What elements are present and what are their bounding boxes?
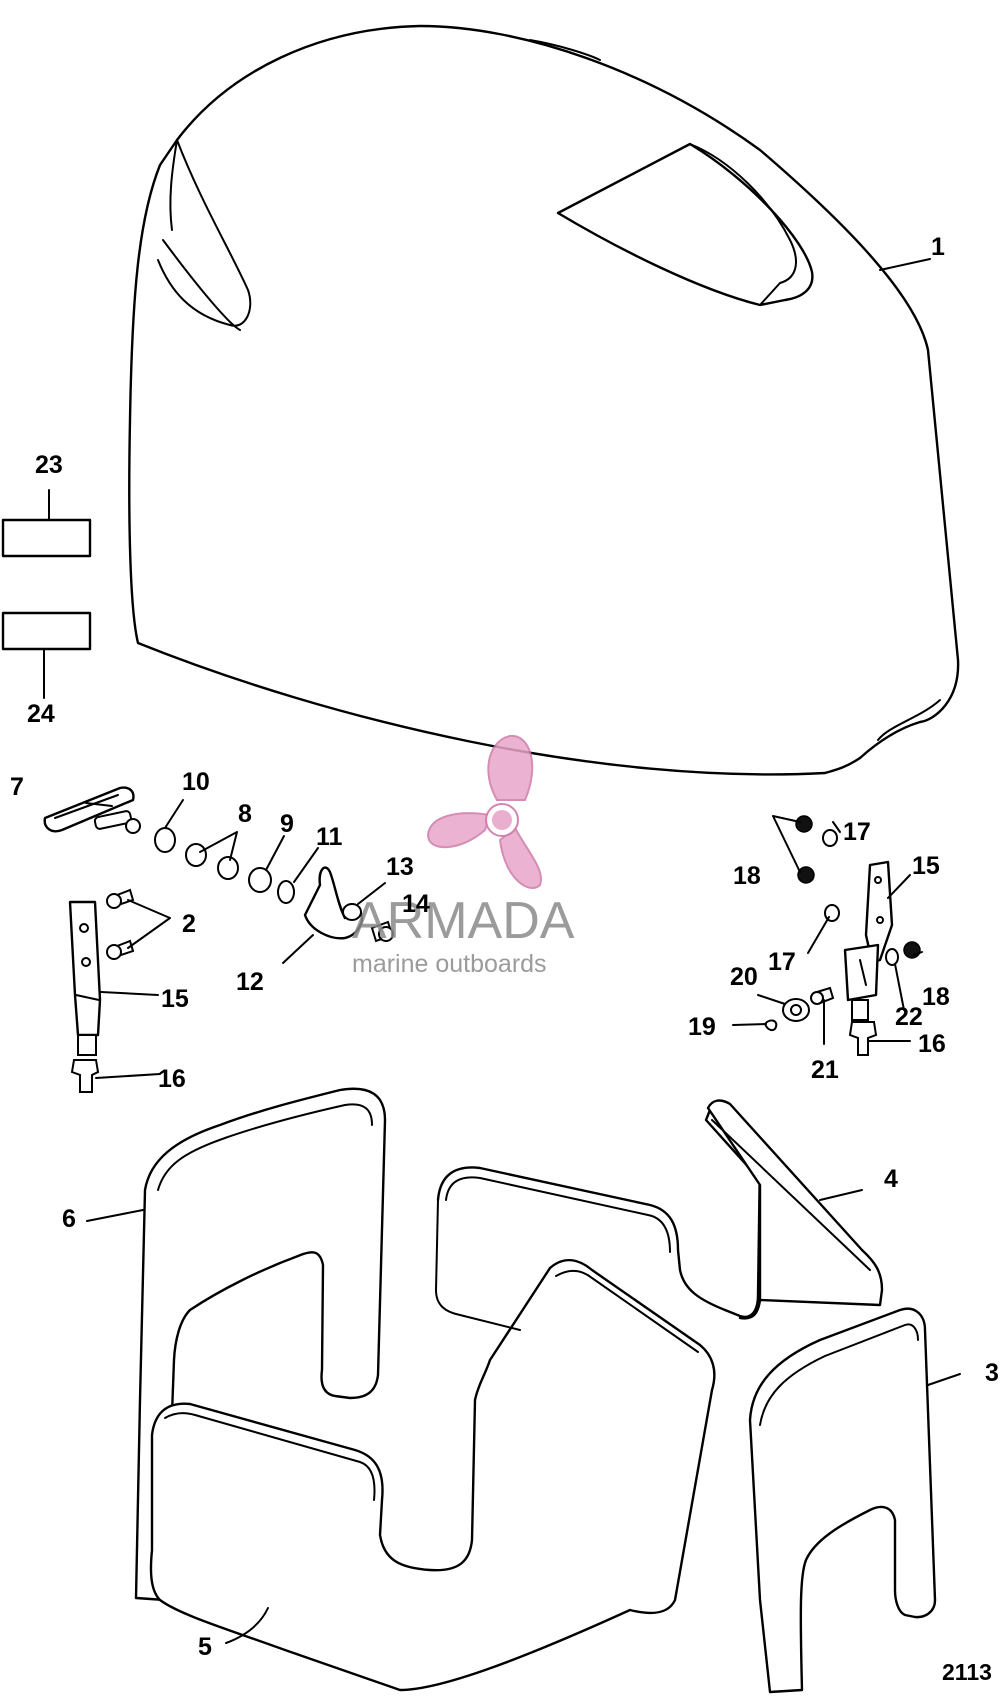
callout-11: 11 <box>316 823 343 851</box>
washer-13 <box>342 903 362 921</box>
bushing-8a <box>185 843 207 867</box>
watermark-brand: ARMADA <box>352 892 575 950</box>
latch-handle-7 <box>43 786 141 834</box>
callout-18-left: 18 <box>733 862 761 890</box>
callout-7: 7 <box>10 773 24 801</box>
decal-23 <box>1 518 92 558</box>
callout-12: 12 <box>236 968 264 996</box>
callout-3: 3 <box>985 1359 999 1387</box>
callout-18-right: 18 <box>922 983 950 1011</box>
grommet-16-left <box>70 1059 100 1093</box>
clip-19 <box>763 1019 778 1032</box>
callout-16-left: 16 <box>158 1065 186 1093</box>
seal-3 <box>748 1307 937 1694</box>
callout-16-right: 16 <box>918 1030 946 1058</box>
top-cowl <box>128 24 960 776</box>
washer-11 <box>277 880 295 904</box>
bracket-15-right <box>843 860 894 1021</box>
callout-14: 14 <box>402 890 430 918</box>
callout-5: 5 <box>198 1633 212 1661</box>
grommet-16-right <box>848 1021 878 1056</box>
washer-10 <box>154 827 176 853</box>
callouts: 1 23 24 7 10 8 9 11 13 14 12 2 15 16 17 … <box>10 233 999 1685</box>
callout-2: 2 <box>182 910 196 938</box>
callout-8: 8 <box>238 800 252 828</box>
callout-15-left: 15 <box>161 985 189 1013</box>
callout-15-right: 15 <box>912 852 940 880</box>
callout-22: 22 <box>895 1003 923 1031</box>
propeller-icon <box>426 734 542 889</box>
nut-18a <box>795 815 813 833</box>
leader-lines <box>85 258 961 1644</box>
callout-24: 24 <box>27 700 55 728</box>
nut-18b <box>797 866 815 884</box>
callout-9: 9 <box>280 810 294 838</box>
callout-17-bottom: 17 <box>768 948 796 976</box>
seal-5 <box>149 1259 716 1692</box>
callout-4: 4 <box>884 1165 898 1193</box>
callout-6: 6 <box>62 1205 76 1233</box>
washer-17a <box>822 829 838 847</box>
decal-24 <box>1 611 92 651</box>
seal-6 <box>134 1087 387 1602</box>
watermark-tagline: marine outboards <box>352 950 547 978</box>
washer-22 <box>885 948 899 966</box>
seal-4 <box>435 1099 884 1331</box>
watermark: ARMADA marine outboards <box>352 734 575 978</box>
reference-number: 2113 <box>942 1659 992 1685</box>
bracket-15-left <box>68 900 102 1056</box>
callout-10: 10 <box>182 768 210 796</box>
callout-21: 21 <box>811 1056 839 1084</box>
nut-18c <box>903 941 921 959</box>
callout-23: 23 <box>35 451 63 479</box>
callout-19: 19 <box>688 1013 716 1041</box>
callout-17-top: 17 <box>843 818 871 846</box>
bushing-9 <box>248 867 272 893</box>
callout-1: 1 <box>931 233 945 261</box>
callout-20: 20 <box>730 963 758 991</box>
bushing-8b <box>217 856 239 880</box>
callout-13: 13 <box>386 853 414 881</box>
